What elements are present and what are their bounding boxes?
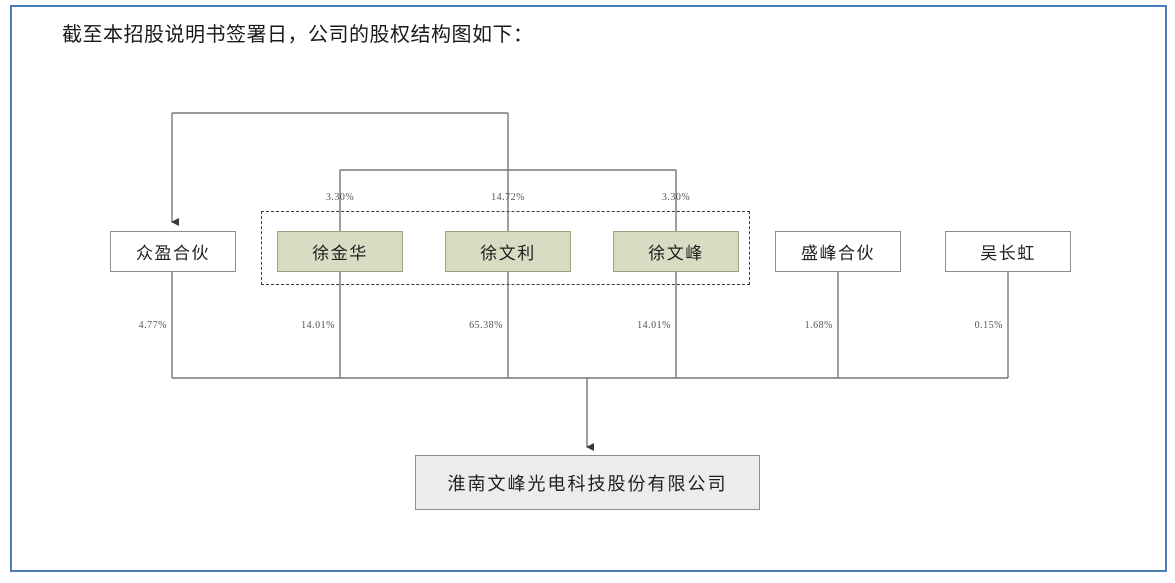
edge-label-zhongying-to-company: 4.77% — [138, 320, 167, 331]
edge-label-wuchanghong-to-company: 0.15% — [974, 320, 1003, 331]
page-title: 截至本招股说明书签署日，公司的股权结构图如下： — [62, 24, 534, 46]
edge-label-xujinhua-to-company: 14.01% — [301, 320, 335, 331]
edge-label-shengfeng-to-company: 1.68% — [804, 320, 833, 331]
edge-label-xuwenfeng-to-zhongying: 3.30% — [661, 192, 691, 203]
family-group-dashed-box — [261, 211, 750, 285]
edge-label-xujinhua-to-zhongying: 3.30% — [325, 192, 355, 203]
node-wu-changhong[interactable]: 吴长虹 — [945, 231, 1071, 272]
page-border-frame — [10, 5, 1167, 572]
edge-label-xuwenfeng-to-company: 14.01% — [637, 320, 671, 331]
node-zhongying-partnership[interactable]: 众盈合伙 — [110, 231, 236, 272]
node-xu-wenfeng[interactable]: 徐文峰 — [613, 231, 739, 272]
node-xu-wenli[interactable]: 徐文利 — [445, 231, 571, 272]
node-xu-jinhua[interactable]: 徐金华 — [277, 231, 403, 272]
edge-label-xuwenli-to-zhongying: 14.72% — [491, 192, 525, 203]
node-company[interactable]: 淮南文峰光电科技股份有限公司 — [415, 455, 760, 510]
edge-label-xuwenli-to-company: 65.38% — [469, 320, 503, 331]
node-shengfeng-partnership[interactable]: 盛峰合伙 — [775, 231, 901, 272]
